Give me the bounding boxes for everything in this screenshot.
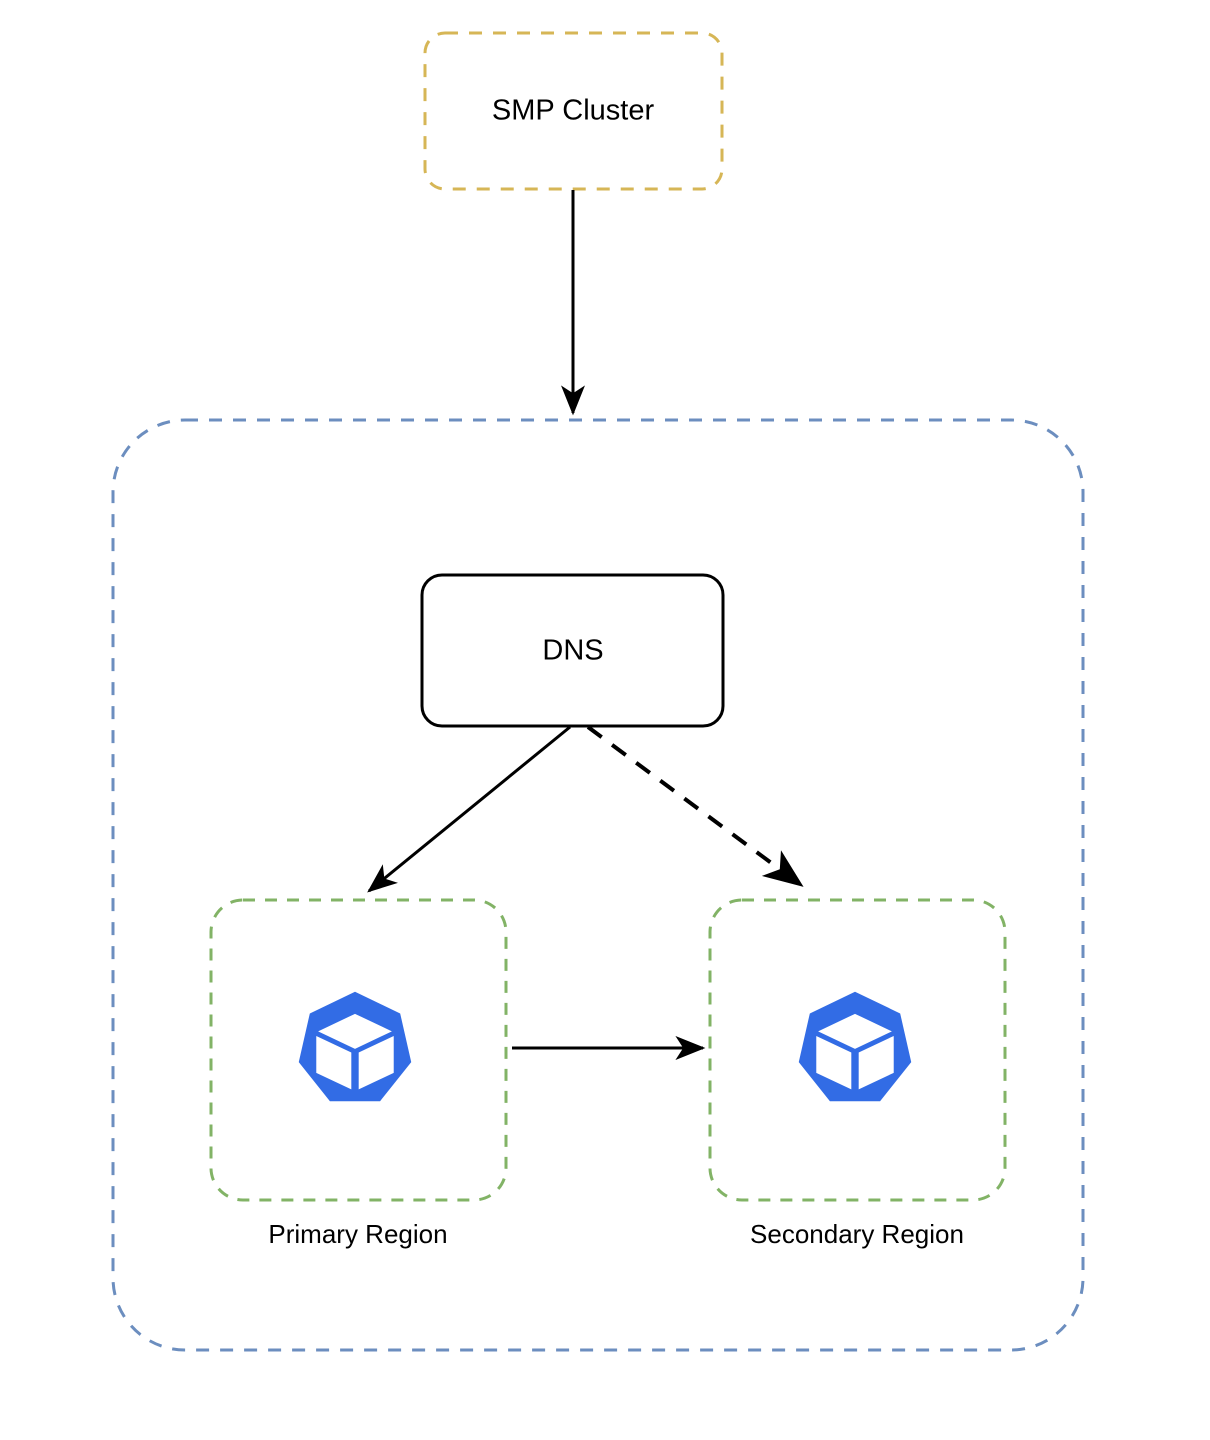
smp-cluster-label: SMP Cluster [492,95,655,127]
primary-region-label: Primary Region [268,1219,447,1249]
smp-cluster-node[interactable]: SMP Cluster [423,31,724,191]
smp-cluster-box[interactable] [423,31,724,191]
platform-container-box[interactable] [111,418,1085,1352]
dns-box[interactable] [420,573,725,728]
dns-node[interactable]: DNS [420,573,725,728]
dns-label: DNS [542,635,603,667]
edge-dns-to-primary [367,725,571,893]
secondary-region-node[interactable]: Secondary Region [708,898,1007,1249]
secondary-region-label: Secondary Region [750,1219,964,1249]
primary-region-node[interactable]: Primary Region [209,898,508,1249]
platform-container-group [111,418,1085,1352]
edge-dns-to-secondary [586,725,804,887]
